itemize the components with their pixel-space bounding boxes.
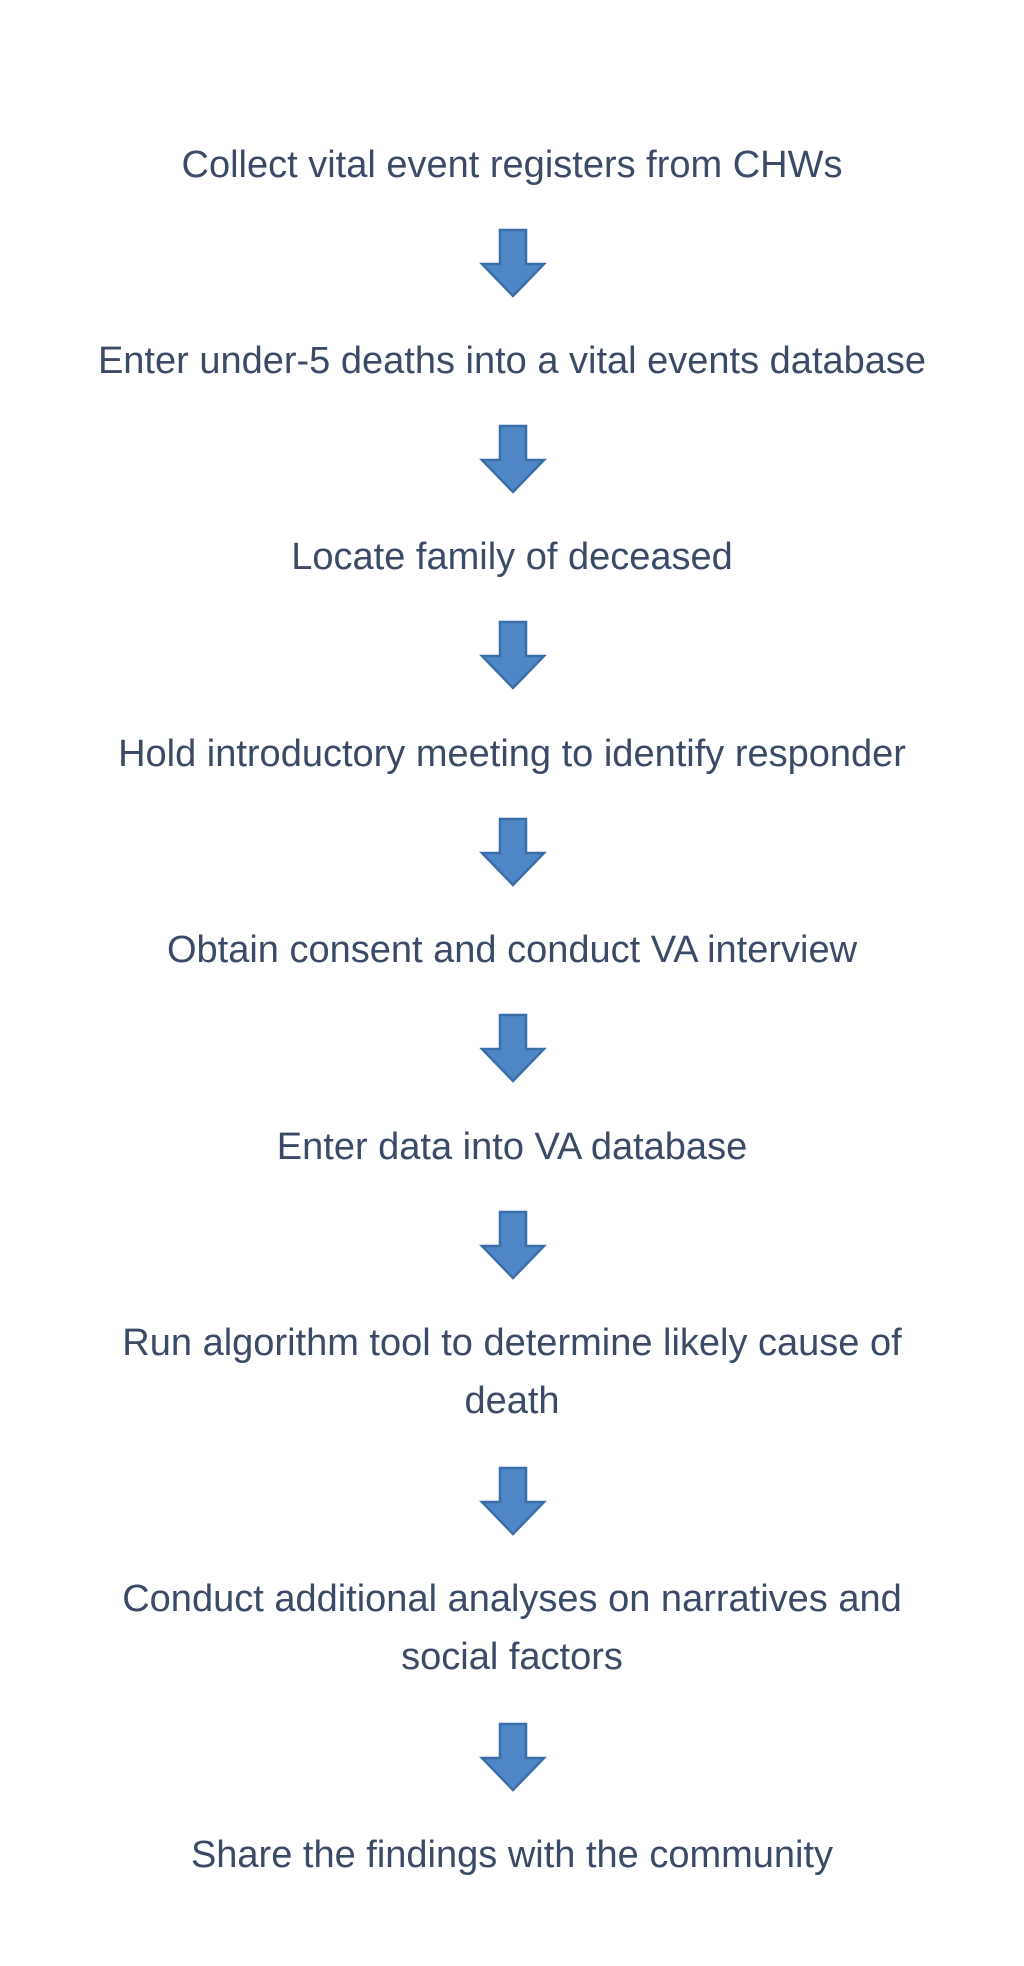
step-hold-meeting: Hold introductory meeting to identify re… [118,733,906,775]
down-arrow-icon [478,1013,548,1083]
step-enter-va-data: Enter data into VA database [276,1126,748,1168]
step-share-findings: Share the findings with the community [190,1834,834,1876]
down-arrow-icon [478,228,548,298]
step-enter-deaths: Enter under-5 deaths into a vital events… [97,340,927,382]
step-obtain-consent: Obtain consent and conduct VA interview [166,929,858,971]
step-locate-family: Locate family of deceased [291,536,733,578]
step-collect-registers: Collect vital event registers from CHWs [181,144,843,186]
down-arrow-icon [478,424,548,494]
step-additional-analyses: Conduct additional analyses on narrative… [122,1578,902,1678]
down-arrow-icon [478,1210,548,1280]
down-arrow-icon [478,817,548,887]
down-arrow-icon [478,1466,548,1536]
down-arrow-icon [478,620,548,690]
step-run-algorithm: Run algorithm tool to determine likely c… [122,1322,902,1422]
down-arrow-icon [478,1722,548,1792]
